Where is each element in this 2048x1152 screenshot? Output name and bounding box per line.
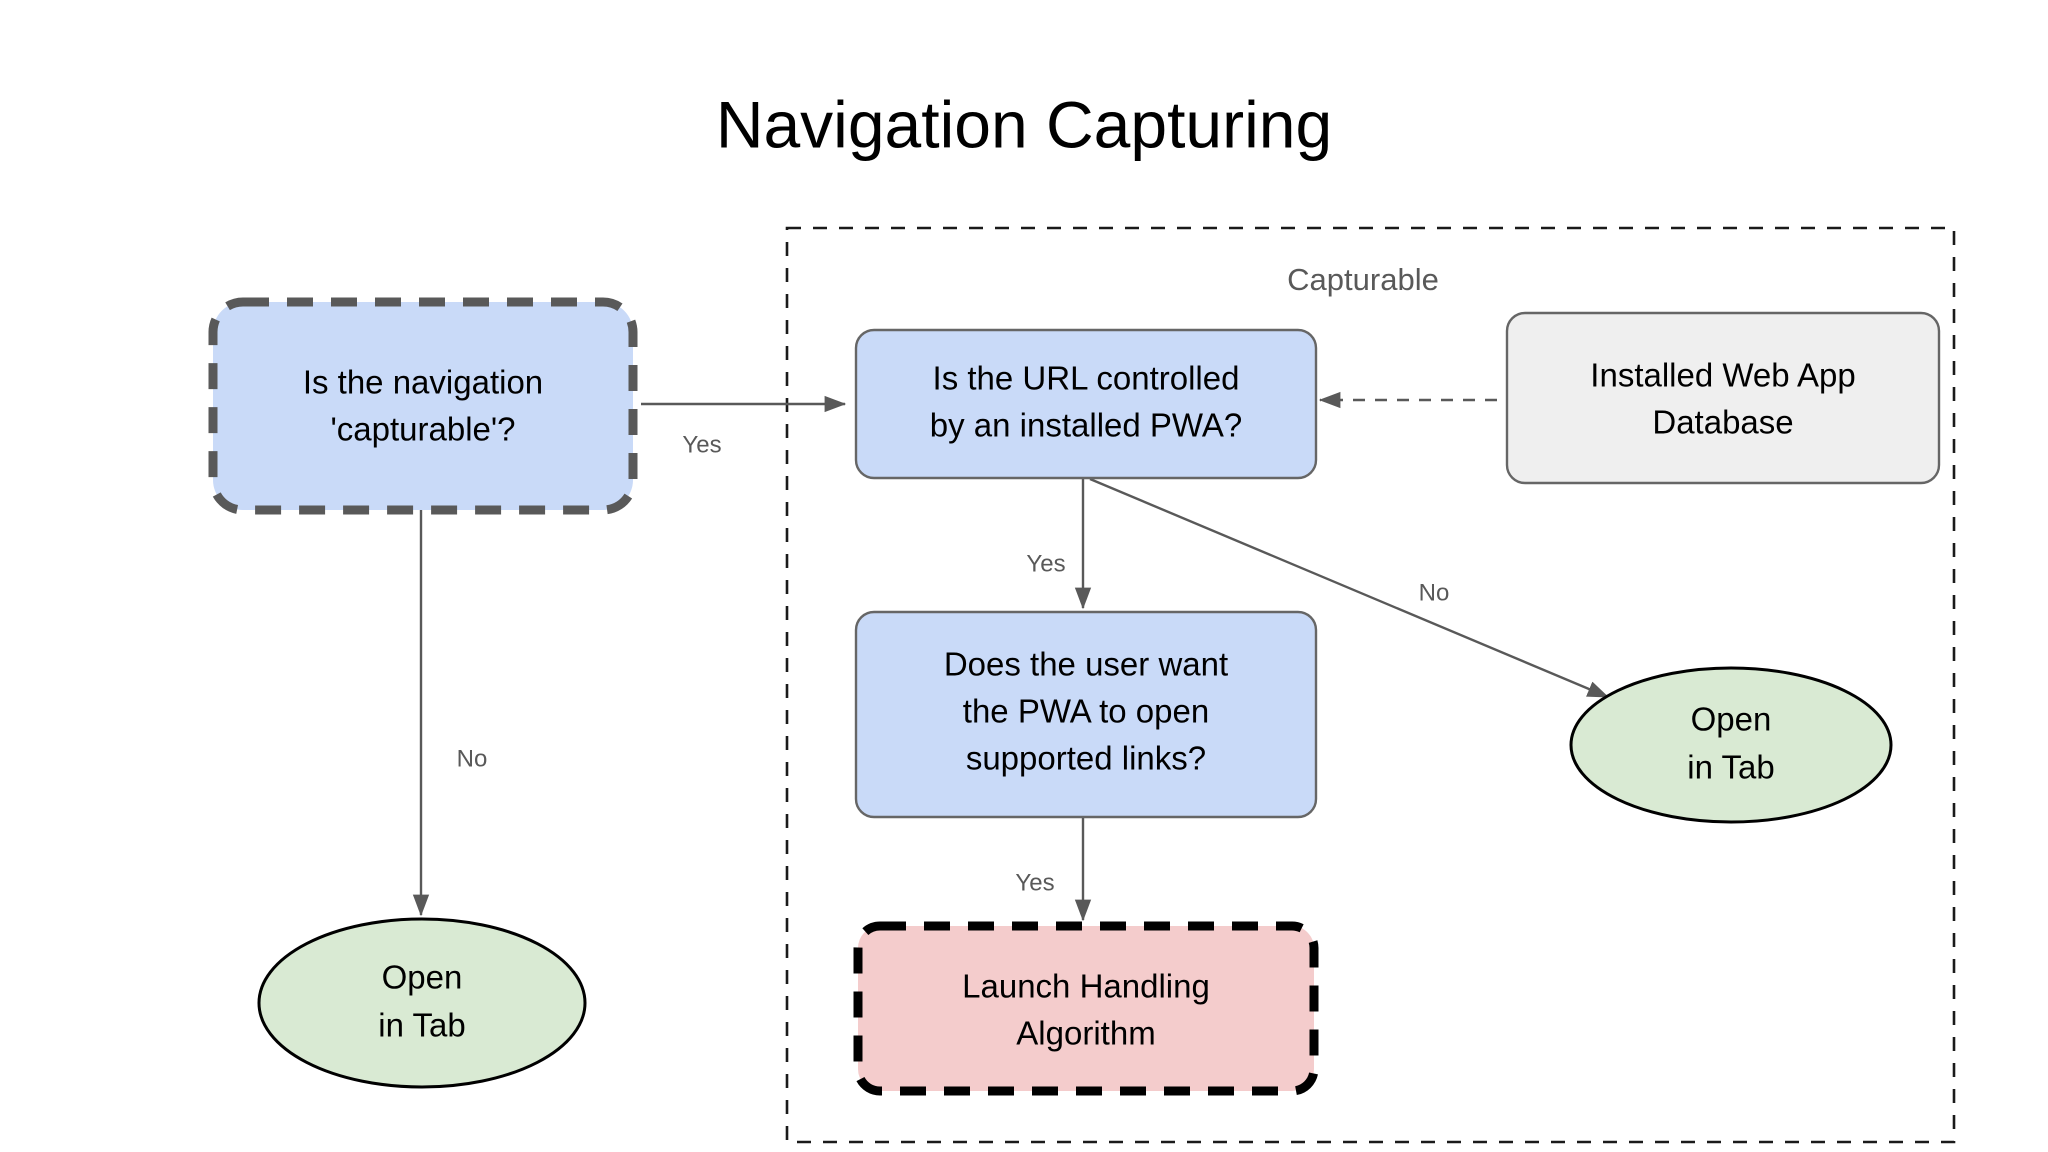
node-is-url-controlled-line1: Is the URL controlled: [933, 360, 1240, 397]
node-is-navigation-capturable-shape[interactable]: [208, 297, 638, 515]
node-installed-web-app-database[interactable]: Installed Web App Database: [1505, 311, 1941, 485]
page-title: Navigation Capturing: [716, 87, 1332, 161]
node-launch-handling-algorithm-line2: Algorithm: [1016, 1015, 1155, 1052]
node-open-in-tab-right-shape[interactable]: [1569, 666, 1893, 824]
node-does-user-want-line3: supported links?: [966, 740, 1206, 777]
edge-url-no: [1089, 477, 1610, 699]
capturable-group-label: Capturable: [1287, 262, 1439, 297]
node-is-navigation-capturable-line1: Is the navigation: [303, 364, 543, 401]
node-is-url-controlled[interactable]: Is the URL controlled by an installed PW…: [854, 328, 1318, 480]
edge-label-user-yes: Yes: [1015, 869, 1054, 896]
edge-label-url-yes: Yes: [1026, 550, 1065, 577]
node-open-in-tab-right-line2: in Tab: [1687, 749, 1774, 786]
node-does-user-want-line1: Does the user want: [944, 646, 1228, 683]
node-launch-handling-algorithm[interactable]: Launch Handling Algorithm: [853, 921, 1319, 1096]
node-open-in-tab-left[interactable]: Open in Tab: [257, 917, 587, 1089]
edge-label-capturable-yes: Yes: [682, 431, 721, 458]
node-launch-handling-algorithm-line1: Launch Handling: [962, 968, 1210, 1005]
node-is-navigation-capturable[interactable]: Is the navigation 'capturable'?: [208, 297, 638, 515]
node-is-navigation-capturable-line2: 'capturable'?: [330, 411, 515, 448]
node-open-in-tab-left-line2: in Tab: [378, 1007, 465, 1044]
node-is-url-controlled-line2: by an installed PWA?: [930, 407, 1242, 444]
node-installed-web-app-database-line1: Installed Web App: [1590, 357, 1855, 394]
node-does-user-want-line2: the PWA to open: [963, 693, 1209, 730]
node-does-user-want-pwa-open-links-shape[interactable]: [854, 610, 1318, 819]
node-installed-web-app-database-line2: Database: [1652, 404, 1793, 441]
capturable-group-box: [785, 226, 1956, 1144]
node-open-in-tab-left-shape[interactable]: [257, 917, 587, 1089]
edge-label-url-no: No: [1419, 579, 1450, 606]
node-does-user-want-pwa-open-links[interactable]: Does the user want the PWA to open suppo…: [854, 610, 1318, 819]
node-launch-handling-algorithm-shape[interactable]: [853, 921, 1319, 1096]
node-open-in-tab-right[interactable]: Open in Tab: [1569, 666, 1893, 824]
node-open-in-tab-left-line1: Open: [382, 959, 463, 996]
node-installed-web-app-database-shape[interactable]: [1505, 311, 1941, 485]
node-is-url-controlled-shape[interactable]: [854, 328, 1318, 480]
node-open-in-tab-right-line1: Open: [1691, 701, 1772, 738]
edge-label-capturable-no: No: [457, 745, 488, 772]
